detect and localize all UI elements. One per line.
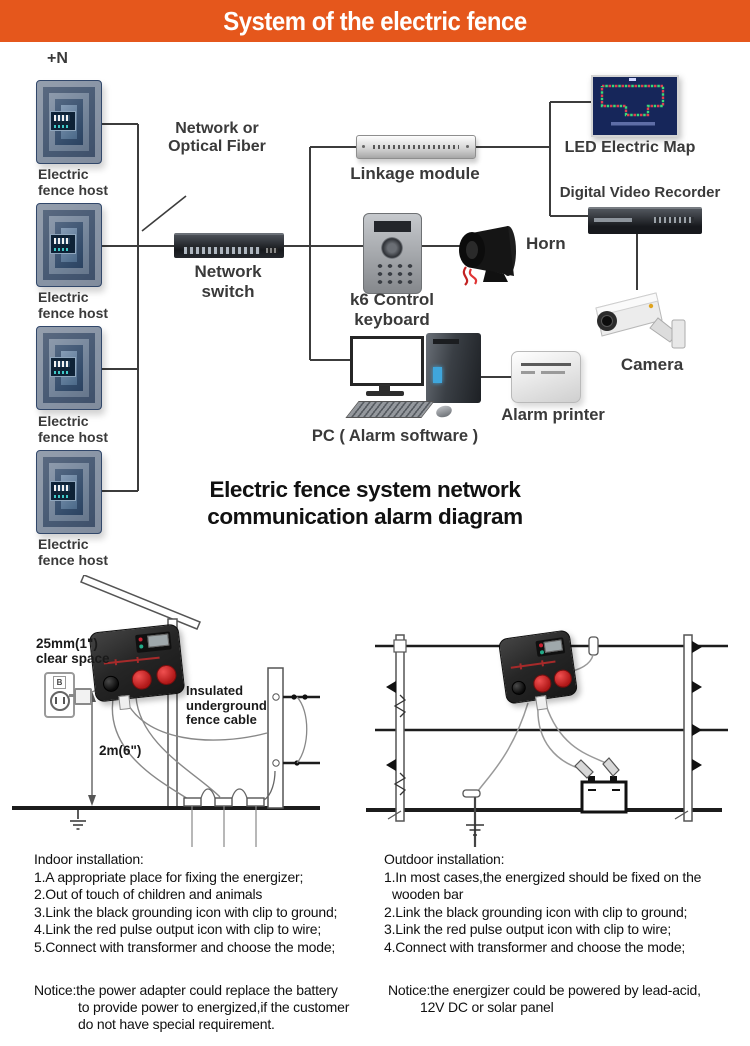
k6-nav-wheel — [381, 237, 403, 259]
energizer-outdoor — [497, 629, 579, 711]
camera-label: Camera — [620, 355, 684, 374]
linkage-module-label: Linkage module — [350, 164, 480, 183]
pc-monitor-base — [366, 391, 404, 396]
indoor-heading: Indoor installation: — [34, 851, 144, 867]
electric-fence-host-2 — [36, 203, 102, 287]
host-display — [50, 111, 76, 131]
energizer-display — [535, 637, 566, 658]
electric-fence-host-4 — [36, 450, 102, 534]
outdoor-instructions: Outdoor installation: 1.In most cases,th… — [384, 851, 701, 957]
indoor-step: 5.Connect with transformer and choose th… — [34, 938, 336, 955]
energizer-ground-knob — [102, 675, 120, 693]
led-map-screen — [593, 77, 673, 131]
energizer-markings — [511, 660, 556, 669]
energizer-knob-1 — [130, 668, 153, 691]
energizer-knob-2 — [155, 664, 178, 686]
wiring-lines — [100, 101, 638, 492]
outlet-socket — [50, 691, 70, 711]
host-display — [50, 481, 76, 501]
energizer-markings — [103, 656, 160, 665]
power-plug — [69, 688, 92, 705]
outdoor-installation-drawing — [366, 634, 728, 847]
camera — [595, 292, 686, 349]
horn — [459, 226, 516, 286]
k6-screen — [374, 221, 411, 232]
alarm-printer — [511, 351, 581, 403]
outdoor-step: 2.Link the black grounding icon with cli… — [384, 903, 688, 920]
host-display — [50, 357, 76, 377]
cable-label: Insulated underground fence cable — [186, 683, 267, 728]
k6-keypad — [373, 261, 413, 287]
indoor-notice: Notice:the power adapter could replace t… — [34, 982, 350, 1033]
energizer-terminal-1 — [118, 694, 131, 711]
energizer-display — [134, 631, 172, 653]
header-banner: System of the electric fence — [0, 0, 750, 42]
linkage-module — [356, 135, 476, 159]
electric-fence-host-3 — [36, 326, 102, 410]
energizer-knob-1 — [532, 673, 553, 694]
indoor-step: 2.Out of touch of children and animals — [34, 886, 263, 903]
energizer-terminal-1 — [535, 695, 548, 711]
indoor-step: 3.Link the black grounding icon with cli… — [34, 903, 338, 920]
led-electric-map — [591, 75, 679, 137]
plus-n-label: +N — [47, 50, 68, 67]
alarm-printer-label: Alarm printer — [501, 406, 605, 424]
pc-label: PC ( Alarm software ) — [311, 427, 479, 445]
horn-label: Horn — [526, 234, 566, 253]
outdoor-step: 3.Link the red pulse output icon with cl… — [384, 921, 672, 938]
outdoor-step: 4.Connect with transformer and choose th… — [384, 938, 686, 955]
host-display — [50, 234, 76, 254]
indoor-step: 4.Link the red pulse output icon with cl… — [34, 921, 322, 938]
electric-fence-host-1 — [36, 80, 102, 164]
outdoor-step: 1.In most cases,the energized should be … — [384, 868, 702, 885]
energizer-ground-knob — [510, 679, 527, 696]
outdoor-heading: Outdoor installation: — [384, 851, 505, 867]
indoor-installation-drawing — [12, 575, 320, 847]
pc-keyboard — [345, 401, 435, 418]
led-map-label: LED Electric Map — [564, 139, 696, 156]
k6-control-keyboard — [363, 213, 422, 294]
energizer-knob-2 — [552, 668, 574, 689]
outlet-letter: B — [53, 676, 66, 689]
dvr-label: Digital Video Recorder — [559, 184, 721, 201]
outdoor-notice: Notice:the energizer could be powered by… — [388, 982, 701, 1016]
pc-monitor-stand — [379, 384, 390, 392]
pc-tower — [426, 333, 481, 403]
network-switch — [174, 233, 284, 258]
indoor-step: 1.A appropriate place for fixing the ene… — [34, 868, 304, 885]
pc-monitor — [350, 336, 424, 386]
height-label: 2m(6") — [99, 743, 142, 758]
page-title: System of the electric fence — [223, 5, 527, 36]
clearance-label: 25mm(1")clear space — [36, 636, 110, 667]
digital-video-recorder — [588, 207, 702, 234]
indoor-instructions: Indoor installation: 1.A appropriate pla… — [34, 851, 337, 957]
outdoor-step: wooden bar — [392, 886, 464, 903]
